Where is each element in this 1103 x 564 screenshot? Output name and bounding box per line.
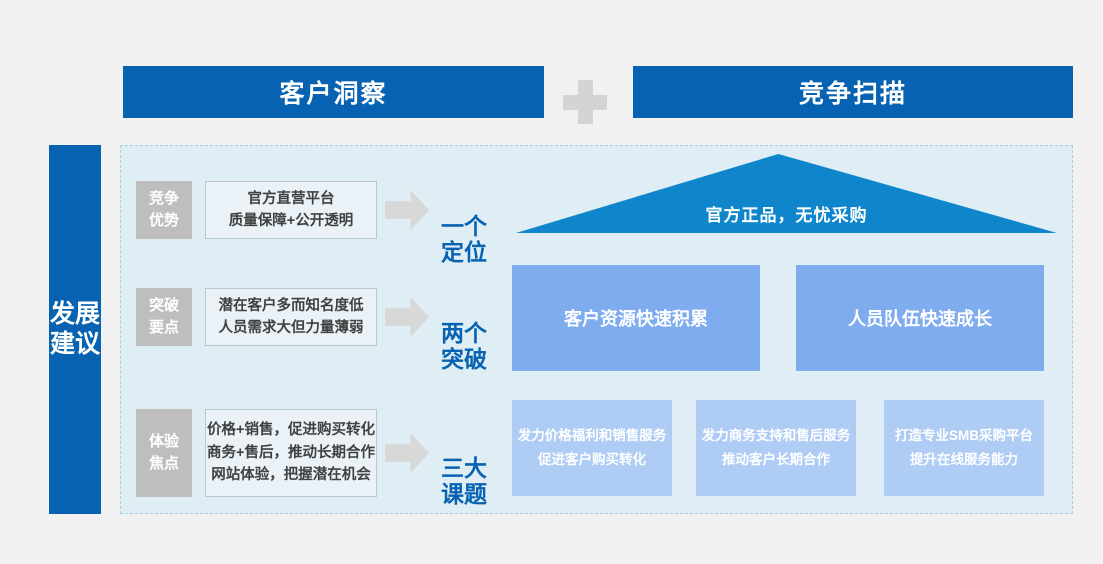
plus-icon: [563, 80, 607, 124]
mid-box-team-growth[interactable]: 人员队伍快速成长: [796, 265, 1044, 371]
header-competitive-scan[interactable]: 竞争扫描: [633, 66, 1073, 118]
row-conclusion-label: 两个 突破: [441, 319, 487, 373]
row-conclusion-label: 三大 课题: [441, 454, 487, 508]
row-tag-label: 突破 要点: [148, 297, 179, 336]
row-tag-label: 竞争 优势: [148, 190, 179, 229]
row-tag-competitive-advantage[interactable]: 竞争 优势: [136, 181, 192, 239]
row-detail-text: 潜在客户多而知名度低 人员需求大但力量薄弱: [218, 297, 364, 336]
row-detail-box-1[interactable]: 官方直营平台 质量保障+公开透明: [205, 181, 377, 239]
row-conclusion-three-topics: 三大 课题: [432, 428, 496, 508]
sidebar-label: 发展 建议: [49, 300, 100, 358]
row-conclusion-label: 一个 定位: [441, 212, 487, 266]
header-customer-insight[interactable]: 客户洞察: [123, 66, 544, 118]
low-box-label: 打造专业SMB采购平台 提升在线服务能力: [895, 428, 1033, 467]
row-conclusion-two-breakthroughs: 两个 突破: [432, 293, 496, 373]
low-box-price-sales[interactable]: 发力价格福利和销售服务 促进客户购买转化: [512, 400, 672, 496]
row-tag-experience-focus[interactable]: 体验 焦点: [136, 409, 192, 497]
row-detail-box-2[interactable]: 潜在客户多而知名度低 人员需求大但力量薄弱: [205, 288, 377, 346]
low-box-smb-platform[interactable]: 打造专业SMB采购平台 提升在线服务能力: [884, 400, 1044, 496]
row-tag-label: 体验 焦点: [148, 433, 179, 472]
triangle-banner-text: 官方正品，无忧采购: [705, 206, 868, 225]
low-box-label: 发力价格福利和销售服务 促进客户购买转化: [517, 428, 667, 467]
header-right-title: 竞争扫描: [798, 80, 907, 108]
mid-box-customer-resources[interactable]: 客户资源快速积累: [512, 265, 760, 371]
row-detail-text: 官方直营平台 质量保障+公开透明: [228, 190, 354, 229]
row-detail-box-3[interactable]: 价格+销售，促进购买转化 商务+售后，推动长期合作 网站体验，把握潜在机会: [205, 409, 377, 497]
row-tag-breakthrough-points[interactable]: 突破 要点: [136, 288, 192, 346]
sidebar-development-advice[interactable]: 发展 建议: [49, 145, 101, 514]
mid-box-label: 人员队伍快速成长: [848, 309, 992, 329]
low-box-business-aftersales[interactable]: 发力商务支持和售后服务 推动客户长期合作: [696, 400, 856, 496]
row-conclusion-one-positioning: 一个 定位: [432, 186, 496, 266]
low-box-label: 发力商务支持和售后服务 推动客户长期合作: [701, 428, 851, 467]
header-left-title: 客户洞察: [279, 80, 388, 108]
mid-box-label: 客户资源快速积累: [564, 309, 708, 329]
row-detail-text: 价格+销售，促进购买转化 商务+售后，推动长期合作 网站体验，把握潜在机会: [207, 422, 375, 484]
